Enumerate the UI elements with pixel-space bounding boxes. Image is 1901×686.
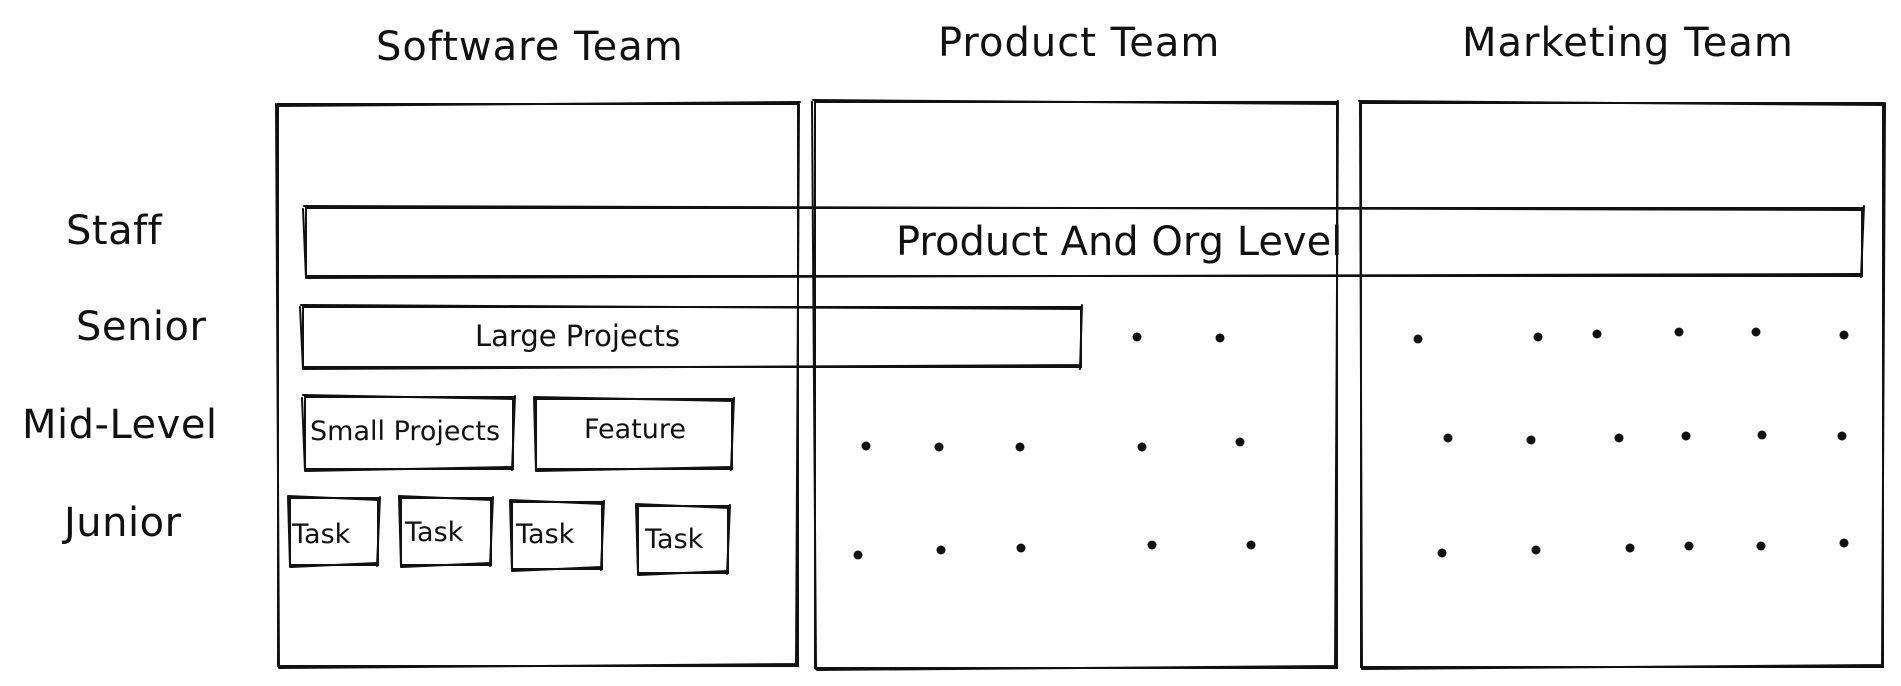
task-label-1: Task: [292, 519, 351, 550]
task-box-4: [635, 503, 731, 576]
large-projects-box: [299, 304, 1083, 370]
task-label-4: Task: [645, 524, 704, 555]
task-label-2: Task: [405, 517, 464, 548]
level-label-staff: Staff: [66, 208, 163, 254]
column-software: [275, 101, 801, 669]
placeholder-dots: [853, 327, 1849, 560]
staff-box: [302, 205, 1865, 279]
task-box-2: [398, 495, 494, 568]
small-projects-label: Small Projects: [310, 416, 501, 447]
task-box-1: [287, 495, 381, 568]
feature-box: [533, 396, 735, 472]
team-header-marketing: Marketing Team: [1462, 20, 1794, 66]
feature-label: Feature: [584, 414, 687, 445]
level-label-mid: Mid-Level: [22, 402, 218, 448]
level-label-senior: Senior: [76, 304, 207, 350]
small-projects-box: [301, 394, 516, 472]
staff-box-label: Product And Org Level: [896, 219, 1343, 265]
task-label-3: Task: [516, 519, 575, 550]
column-marketing: [1358, 100, 1886, 670]
task-box-3: [509, 499, 605, 572]
column-product: [811, 99, 1339, 671]
team-header-software: Software Team: [376, 24, 684, 70]
large-projects-label: Large Projects: [475, 319, 681, 353]
level-label-junior: Junior: [64, 500, 182, 546]
team-header-product: Product Team: [938, 20, 1221, 66]
